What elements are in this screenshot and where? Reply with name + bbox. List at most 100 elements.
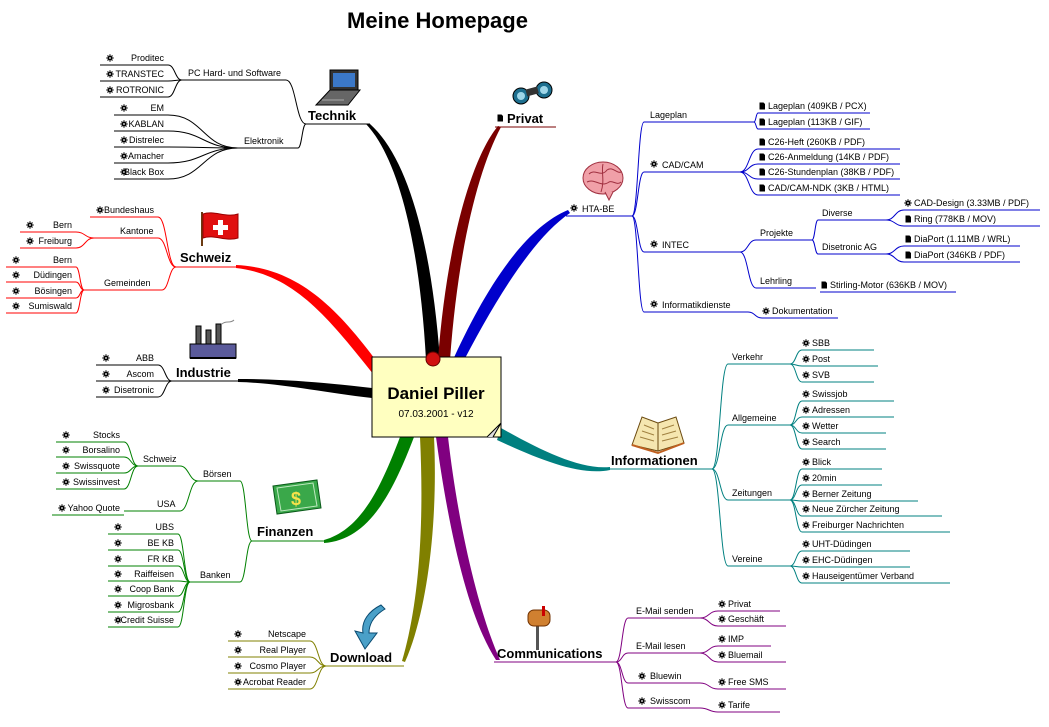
leaf-link[interactable]: CAD-Design (3.33MB / PDF) (914, 198, 1029, 208)
leaf-link[interactable]: FR KB (147, 554, 174, 564)
binoculars-icon (512, 81, 553, 105)
leaf-link[interactable]: C26-Anmeldung (14KB / PDF) (768, 152, 889, 162)
branch-download[interactable]: Download (330, 650, 392, 665)
gear-icon (113, 522, 123, 532)
leaf-link[interactable]: Credit Suisse (120, 615, 174, 625)
communications-branch (436, 437, 500, 660)
leaf-link[interactable]: C26-Stundenplan (38KB / PDF) (768, 167, 894, 177)
connector-line (167, 147, 239, 180)
gear-icon (801, 421, 811, 431)
leaf-link[interactable]: Distrelec (129, 135, 165, 145)
leaf-link[interactable]: UBS (155, 522, 174, 532)
leaf-link[interactable]: Bundeshaus (104, 205, 155, 215)
leaf-link[interactable]: BE KB (147, 538, 174, 548)
leaf-link[interactable]: Cosmo Player (249, 661, 306, 671)
leaf-link[interactable]: Stocks (93, 430, 121, 440)
hta-subgroup-label: Disetronic AG (822, 242, 877, 252)
branch-finanzen[interactable]: Finanzen (257, 524, 313, 539)
leaf-link[interactable]: ABB (136, 353, 154, 363)
leaf-link[interactable]: Post (812, 354, 831, 364)
branch-schweiz[interactable]: Schweiz (180, 250, 232, 265)
leaf-link[interactable]: TRANSTEC (115, 69, 164, 79)
leaf-link[interactable]: Borsalino (82, 445, 120, 455)
leaf-link[interactable]: DiaPort (1.11MB / WRL) (914, 234, 1010, 244)
leaf-link[interactable]: Freiburger Nachrichten (812, 520, 904, 530)
leaf-link[interactable]: Sumiswald (28, 301, 72, 311)
leaf-link[interactable]: Neue Zürcher Zeitung (812, 504, 900, 514)
hta-branch (452, 210, 570, 368)
leaf-link[interactable]: DiaPort (346KB / PDF) (914, 250, 1005, 260)
branch-technik[interactable]: Technik (308, 108, 357, 123)
leaf-link[interactable]: SVB (812, 370, 830, 380)
leaf-link[interactable]: Bösingen (34, 286, 72, 296)
leaf-link[interactable]: Netscape (268, 629, 306, 639)
gear-icon (105, 53, 115, 63)
leaf-link[interactable]: Real Player (259, 645, 306, 655)
leaf-link[interactable]: Düdingen (33, 270, 72, 280)
leaf-link[interactable]: Yahoo Quote (68, 503, 120, 513)
leaf-link[interactable]: Disetronic (114, 385, 155, 395)
branch-industrie[interactable]: Industrie (176, 365, 231, 380)
leaf-link[interactable]: Privat (728, 599, 752, 609)
leaf-link[interactable]: Swissquote (74, 461, 120, 471)
leaf-link[interactable]: Blick (812, 457, 832, 467)
leaf-link[interactable]: Coop Bank (129, 584, 174, 594)
leaf-link[interactable]: EHC-Düdingen (812, 555, 873, 565)
leaf-link[interactable]: Ascom (126, 369, 154, 379)
leaf-link[interactable]: ROTRONIC (116, 85, 164, 95)
leaf-link[interactable]: Swissinvest (73, 477, 121, 487)
gear-icon (801, 555, 811, 565)
gear-icon (101, 369, 111, 379)
connector-line (179, 480, 199, 512)
leaf-link[interactable]: Bern (53, 255, 72, 265)
gear-icon (113, 584, 123, 594)
leaf-link[interactable]: SBB (812, 338, 830, 348)
hta-group-label: Informatikdienste (662, 300, 731, 310)
leaf-link[interactable]: Amacher (128, 151, 164, 161)
mailbox-icon (527, 606, 551, 650)
leaf-link[interactable]: Adressen (812, 405, 850, 415)
leaf-link[interactable]: Freiburg (38, 236, 72, 246)
leaf-link[interactable]: Bern (53, 220, 72, 230)
connector-line (789, 468, 803, 501)
leaf-link[interactable]: Lageplan (409KB / PCX) (768, 101, 867, 111)
leaf-link[interactable]: Proditec (131, 53, 165, 63)
leaf-link[interactable]: Lageplan (113KB / GIF) (768, 117, 862, 127)
leaf-link[interactable]: KABLAN (128, 119, 164, 129)
branch-informationen[interactable]: Informationen (611, 453, 698, 468)
branch-hta-be[interactable]: HTA-BE (582, 204, 614, 214)
leaf-link[interactable]: IMP (728, 634, 744, 644)
leaf-link[interactable]: Hauseigentümer Verband (812, 571, 914, 581)
informationen-branch (497, 428, 610, 472)
leaf-link[interactable]: Dokumentation (772, 306, 833, 316)
leaf-link[interactable]: Geschäft (728, 614, 765, 624)
leaf-link[interactable]: 20min (812, 473, 837, 483)
leaf-link[interactable]: Ring (778KB / MOV) (914, 214, 996, 224)
branch-communications[interactable]: Communications (497, 646, 602, 661)
leaf-link[interactable]: Bluemail (728, 650, 763, 660)
leaf-link[interactable]: CAD/CAM-NDK (3KB / HTML) (768, 183, 889, 193)
leaf-link[interactable]: Tarife (728, 700, 750, 710)
leaf-link[interactable]: Acrobat Reader (243, 677, 306, 687)
leaf-link[interactable]: Swissjob (812, 389, 848, 399)
connector-line (885, 219, 905, 227)
finanzen-subgroup-label: Schweiz (143, 454, 177, 464)
leaf-link[interactable]: Wetter (812, 421, 838, 431)
leaf-link[interactable]: C26-Heft (260KB / PDF) (768, 137, 865, 147)
leaf-link[interactable]: Free SMS (728, 677, 769, 687)
gear-icon (801, 520, 811, 530)
leaf-link[interactable]: Migrosbank (127, 600, 174, 610)
central-topic-box[interactable]: Daniel Piller 07.03.2001 - v12 (371, 351, 502, 438)
leaf-link[interactable]: Raiffeisen (134, 569, 174, 579)
branch-privat[interactable]: Privat (507, 111, 544, 126)
leaf-link[interactable]: EM (151, 103, 165, 113)
gear-icon (113, 554, 123, 564)
informationen-group-label: Verkehr (732, 352, 763, 362)
leaf-link[interactable]: Berner Zeitung (812, 489, 872, 499)
leaf-link[interactable]: Black Box (124, 167, 165, 177)
leaf-link[interactable]: Search (812, 437, 841, 447)
leaf-link[interactable]: Stirling-Motor (636KB / MOV) (830, 280, 947, 290)
connector-line (699, 610, 719, 619)
leaf-link[interactable]: UHT-Düdingen (812, 539, 872, 549)
document-icon (759, 184, 765, 192)
